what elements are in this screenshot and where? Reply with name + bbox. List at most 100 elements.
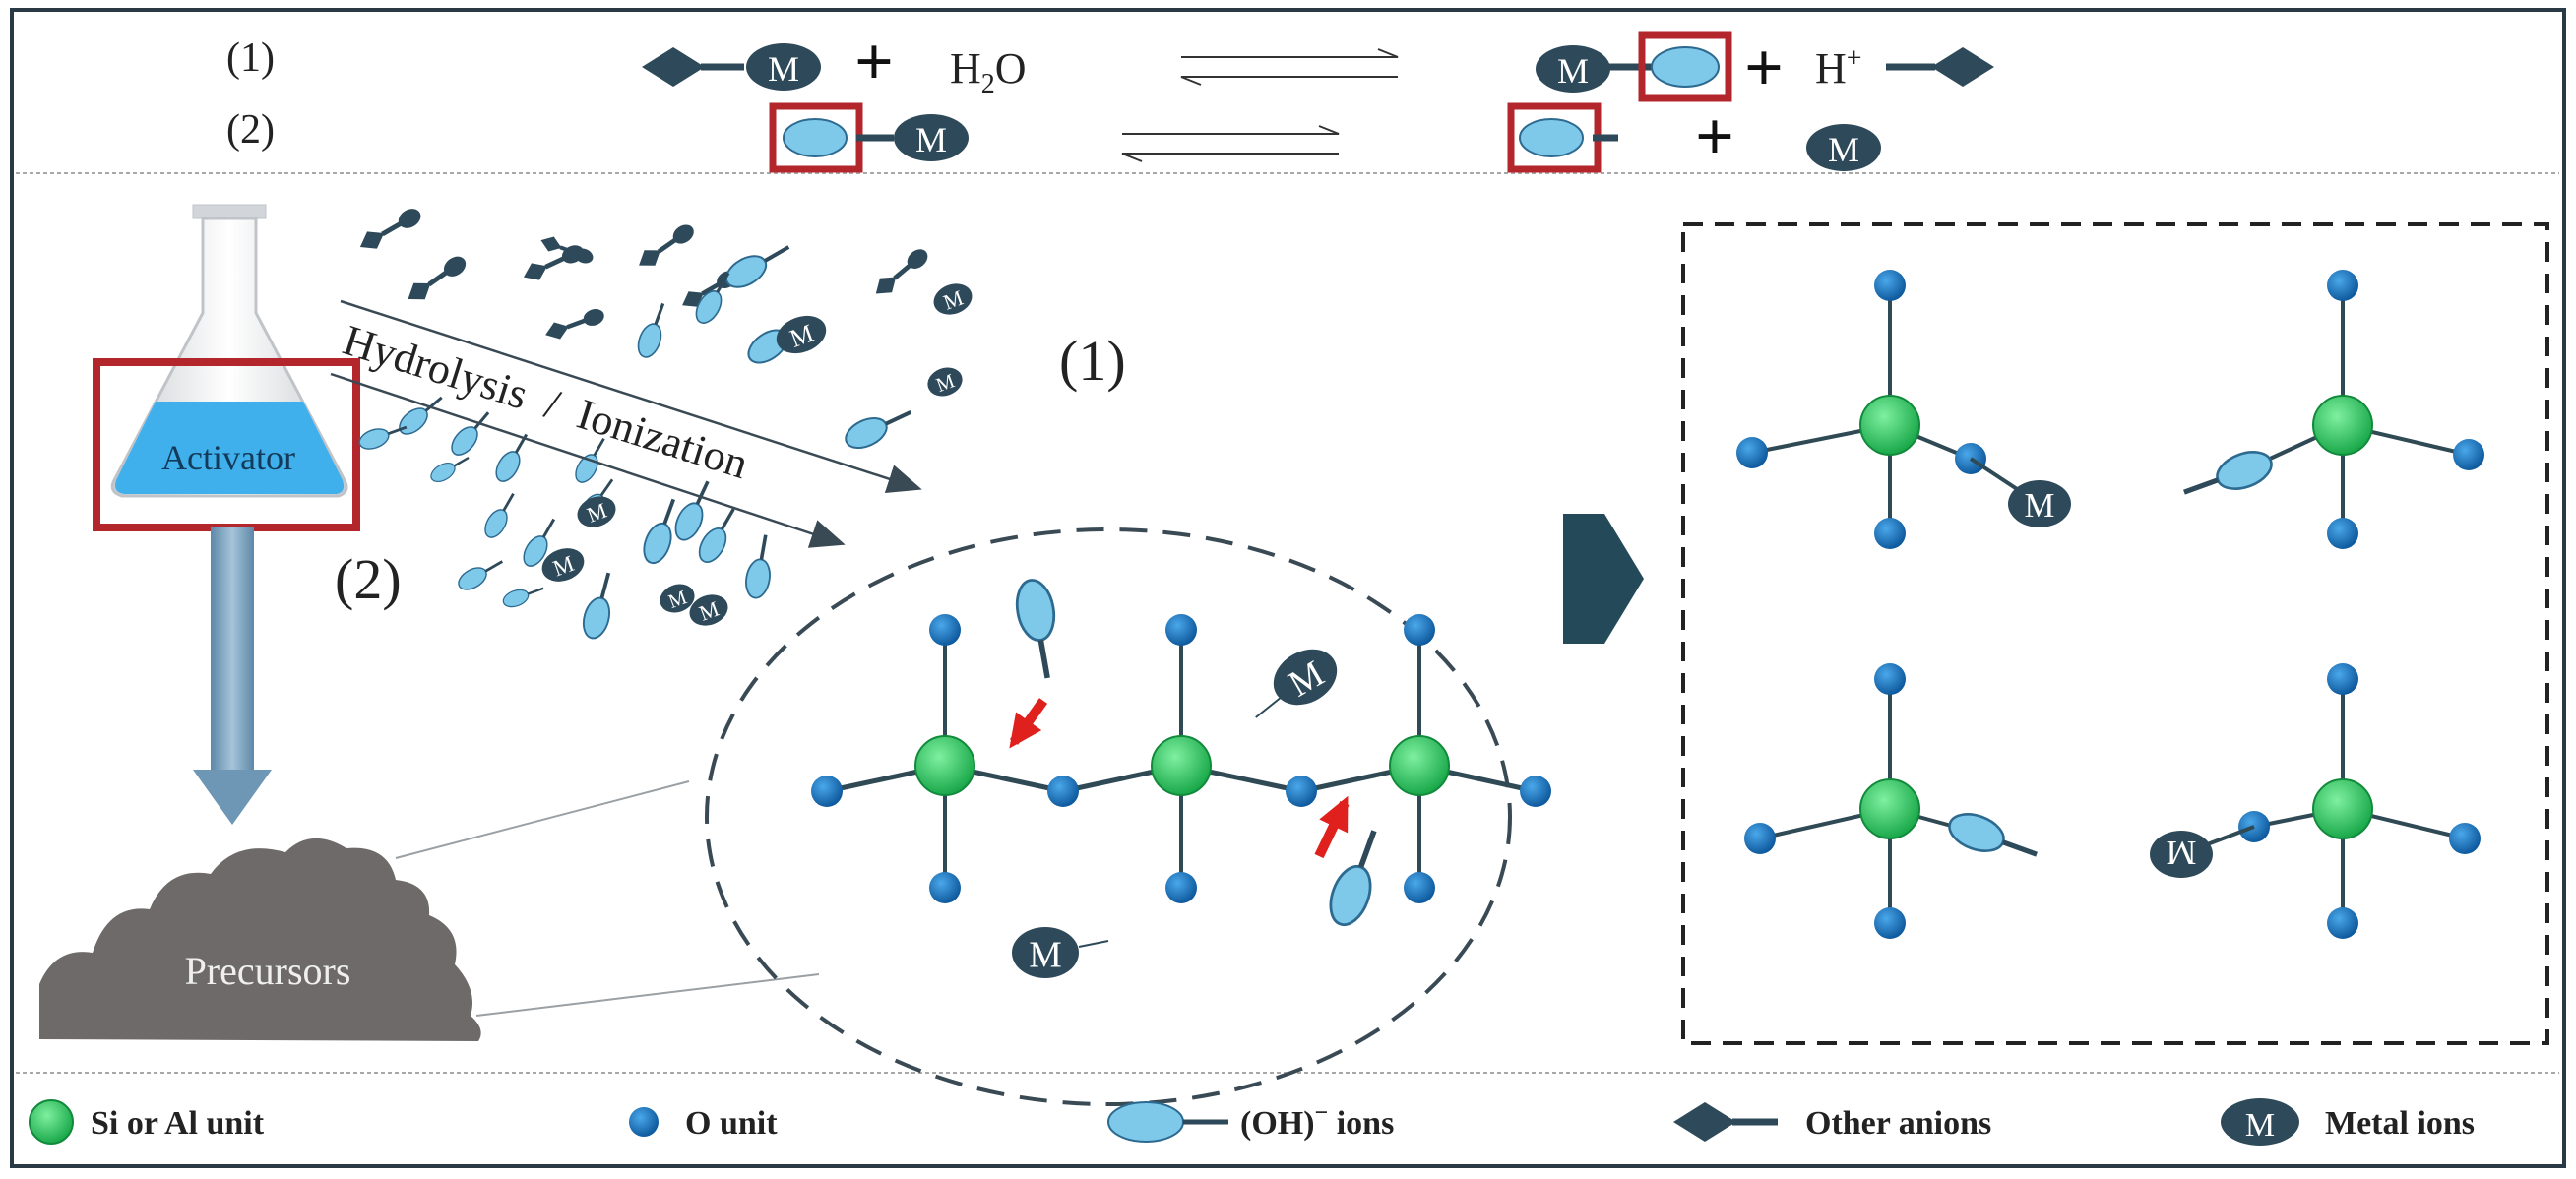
hydroxide-ion-icon — [2183, 451, 2273, 495]
precursor-shape — [39, 838, 481, 1041]
precursor-label: Precursors — [185, 949, 351, 993]
anion-diamond-icon — [642, 47, 705, 87]
product-box — [1681, 222, 2549, 1045]
legend-label-metal: Metal ions — [2325, 1105, 2475, 1142]
hydroxide-ion-icon — [502, 587, 544, 608]
metal-ion-icon — [1536, 45, 1610, 93]
metal-ion-icon: M — [660, 584, 695, 613]
hydroxide-ion-icon — [745, 534, 771, 599]
zoom-line-upper — [395, 780, 690, 859]
metal-ion-icon — [2221, 1098, 2299, 1146]
anion-product — [1886, 47, 1994, 87]
o-unit-icon — [1736, 437, 1768, 468]
si-al-unit-icon — [1859, 778, 1920, 839]
hydroxide-ion-icon — [430, 456, 470, 483]
metal-symbol: M — [1557, 51, 1589, 91]
hydroxide-ion-icon — [637, 302, 665, 358]
metal-ion-icon — [746, 43, 821, 91]
o-unit-icon — [1874, 518, 1906, 549]
metal-ion-icon: M — [541, 548, 585, 582]
si-al-unit-icon — [2312, 395, 2373, 456]
hydroxide-ion-icon — [1948, 813, 2038, 857]
hydroxide-ion-icon — [484, 492, 515, 538]
product-tetrahedron — [1744, 663, 2038, 939]
si-al-unit-icon — [1151, 735, 1212, 796]
si-al-unit-icon — [914, 735, 975, 796]
reaction-arrow — [1314, 795, 1350, 859]
product-tetrahedron: M — [2150, 663, 2481, 939]
metal-ion-icon — [1806, 124, 1881, 171]
legend-item-si-al: Si or Al unit — [29, 1099, 265, 1145]
big-right-arrow — [1563, 514, 1644, 644]
hydroxide-ion-icon — [643, 498, 676, 565]
hydroxide-ion-icon — [523, 518, 556, 567]
legend-label-hydroxide: (OH)− ions — [1240, 1100, 1394, 1142]
product-tetrahedron — [2183, 270, 2484, 549]
hydroxide-ion-icon — [495, 433, 529, 482]
o-unit-icon — [1874, 663, 1906, 695]
si-al-unit-icon — [2312, 778, 2373, 839]
metal-ion-icon: M — [689, 594, 728, 626]
reaction-arrow — [1009, 698, 1048, 749]
equation-2: (2) M + M — [226, 99, 1881, 175]
o-unit-icon — [929, 614, 961, 646]
hydroxide-ion-icon — [582, 572, 611, 640]
hydroxide-ion-icon — [783, 118, 848, 157]
water-formula: H2O — [950, 44, 1027, 99]
hydroxide-ion-icon — [1651, 46, 1720, 88]
flask-label: Activator — [161, 438, 295, 477]
o-unit-icon — [2449, 823, 2481, 854]
equilibrium-arrows-1 — [1180, 48, 1399, 86]
plus-sign: + — [1744, 31, 1784, 106]
equation-1: (1) M + H2O M + H+ — [226, 25, 1994, 106]
metal-ion-icon: M — [927, 367, 963, 397]
hydroxide-ion-icon — [698, 508, 735, 563]
metal-symbol: M — [2167, 834, 2197, 872]
o-unit-icon — [1047, 776, 1079, 807]
metal-symbol: M — [768, 49, 799, 89]
hydroxide-ion-icon — [1107, 1101, 1184, 1143]
metal-symbol: M — [1828, 130, 1859, 169]
o-unit-icon — [629, 1107, 659, 1137]
o-unit-icon — [811, 776, 843, 807]
metal-ion-icon: M — [2150, 831, 2213, 878]
si-al-unit-icon — [29, 1099, 74, 1145]
hydroxide-ion-icon — [1329, 830, 1377, 927]
hydroxide-ion-icon — [724, 245, 790, 288]
o-unit-icon — [1404, 614, 1435, 646]
activator-flask: Activator — [93, 204, 360, 531]
proton-formula: H+ — [1815, 43, 1862, 93]
hydroxide-ion-icon — [1519, 118, 1584, 157]
process-arrow-1 — [340, 299, 922, 494]
flask-rim — [192, 204, 267, 219]
metal-ion-icon: M — [2008, 480, 2071, 527]
pathway-2-label: (2) — [335, 547, 402, 611]
legend-item-hydroxide: (OH)− ions — [1107, 1100, 1394, 1143]
metal-ion-icon: M — [933, 283, 973, 315]
metal-symbol: M — [1029, 934, 1062, 975]
o-unit-icon — [1520, 776, 1551, 807]
equation-1-label: (1) — [226, 35, 275, 81]
precursor-pile: Precursors — [39, 838, 481, 1041]
o-unit-icon — [1874, 907, 1906, 939]
legend: Si or Al unit O unit (OH)− ions Other an… — [29, 1098, 2475, 1146]
metal-ion-icon: M — [1255, 649, 1338, 718]
process-arrow-2 — [330, 372, 846, 548]
zoom-ellipse — [705, 527, 1512, 1106]
highlight-box — [1638, 31, 1732, 102]
metal-symbol: M — [2025, 486, 2055, 525]
anion-icon — [545, 308, 604, 340]
o-unit-icon — [1404, 872, 1435, 903]
anion-diamond-icon — [1673, 1102, 1736, 1142]
o-unit-icon — [2327, 907, 2358, 939]
anion-icon — [639, 224, 694, 266]
flask-liquid — [115, 402, 345, 494]
process-label: Hydrolysis / Ionization — [338, 316, 754, 488]
product-tetrahedron: M — [1736, 270, 2071, 549]
anion-icon — [875, 249, 928, 294]
hydroxide-product — [1507, 102, 1618, 173]
o-unit-icon — [1286, 776, 1317, 807]
pathway-1-label: (1) — [1059, 329, 1126, 393]
